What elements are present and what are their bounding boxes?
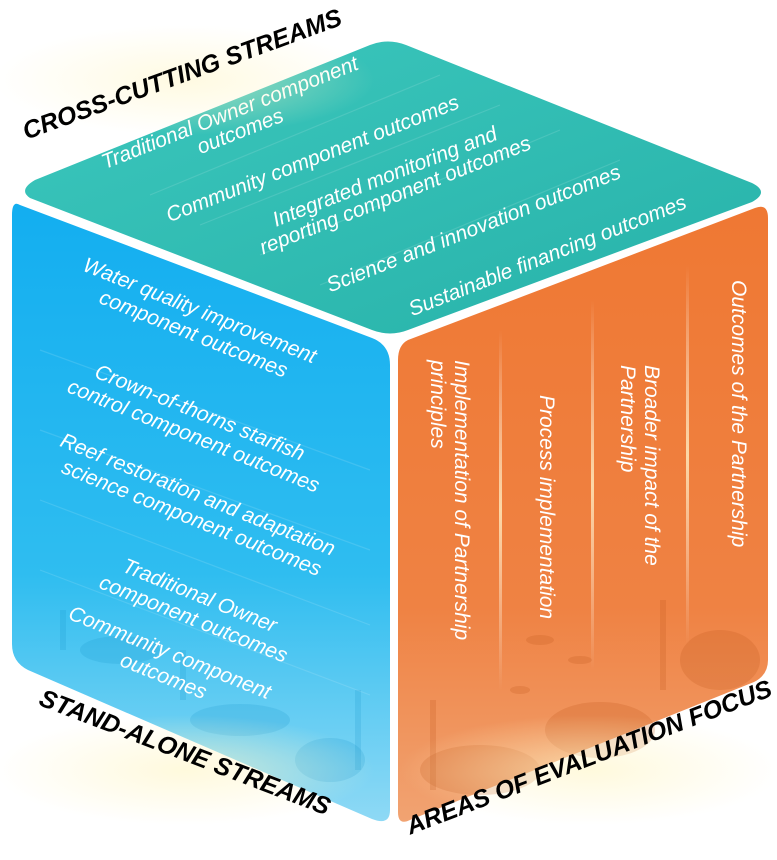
right-face-dividers: [499, 265, 689, 690]
left-face-shape: [12, 203, 390, 822]
left-face: Water quality improvement component outc…: [12, 203, 390, 822]
heading-glow-left: [0, 715, 375, 825]
top-face-stripes: [149, 74, 621, 286]
left-face-stripes: [39, 349, 371, 696]
right-item-3: Broader impact of the Partnership: [616, 365, 663, 572]
heading-glow-right: [400, 715, 777, 825]
top-face: Traditional Owner component outcomes Com…: [25, 41, 761, 334]
right-face-shape: [398, 206, 768, 822]
right-item-1: Implementation of Partnership principles: [426, 359, 473, 646]
heading-glow-top: [0, 25, 375, 135]
right-item-4: Outcomes of the Partnership: [727, 280, 750, 547]
right-face-items: Implementation of Partnership principles…: [426, 280, 750, 646]
right-item-2: Process implementation: [535, 395, 558, 619]
